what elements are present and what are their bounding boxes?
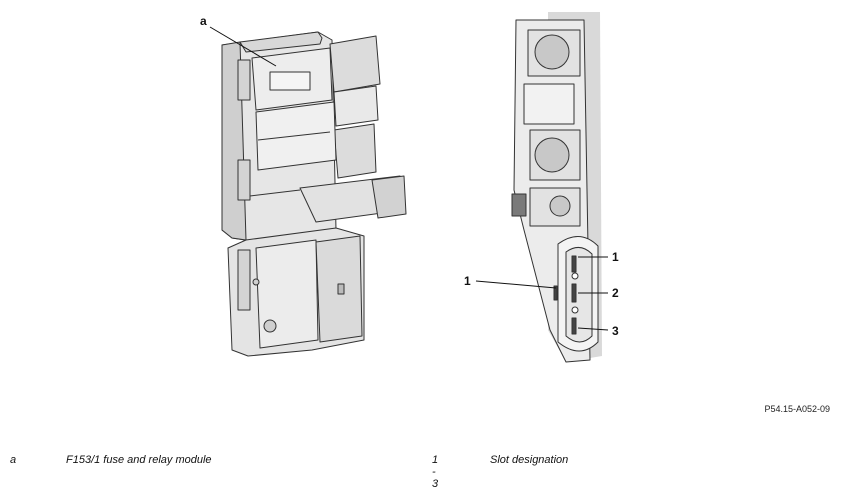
legend-text: F153/1 fuse and relay module bbox=[66, 454, 212, 466]
callout-slot-2: 2 bbox=[612, 286, 619, 300]
legend-key: a bbox=[10, 454, 17, 466]
callout-a: a bbox=[200, 14, 207, 28]
callout-slot-left: 1 bbox=[464, 274, 471, 288]
module-front-view bbox=[221, 31, 407, 357]
figure-id: P54.15-A052-09 bbox=[764, 404, 830, 414]
legend-text: Slot designation bbox=[490, 454, 569, 466]
fuse-relay-module-illustration: a 1 2 3 1 bbox=[200, 12, 619, 363]
leader-slot-left bbox=[475, 280, 557, 289]
module-side-view bbox=[511, 12, 602, 363]
callout-slot-1: 1 bbox=[612, 250, 619, 264]
leader-slot-3 bbox=[577, 327, 609, 331]
legend-key: 1 - 3 bbox=[432, 454, 439, 490]
callout-slot-3: 3 bbox=[612, 324, 619, 338]
leader-a bbox=[209, 26, 277, 67]
